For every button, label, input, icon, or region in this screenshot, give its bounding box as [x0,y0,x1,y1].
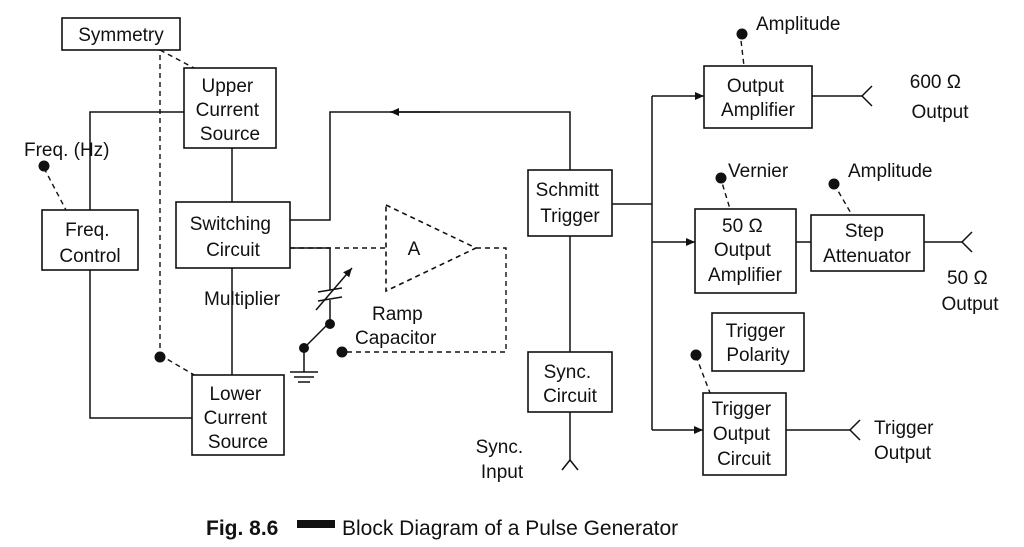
amplifier-label: A [408,239,421,260]
switching-circuit-block [175,201,291,269]
ramp-capacitor-label: Ramp Capacitor [355,304,437,349]
lower-current-source-block [191,374,285,456]
amplitude-knob-mid [828,178,840,190]
sync-circuit-label: Sync. Circuit [543,362,598,407]
control-knobs [38,28,840,363]
amplitude-top-label: Amplitude [756,14,841,35]
switching-circuit-label: Switching Circuit [190,214,277,261]
output-amplifier-block [703,65,813,129]
symmetry-label: Symmetry [78,25,164,46]
sync-circuit-block [527,351,613,413]
ramp-capacitor-knob [336,346,348,358]
schmitt-trigger-block [527,169,613,237]
freq-control-block [41,209,139,271]
schmitt-trigger-label: Schmitt Trigger [536,180,605,227]
trigger-output-circuit-block [702,392,787,476]
step-attenuator-block [810,214,925,272]
amplitude-knob-top [736,28,748,40]
symmetry-block [61,17,181,51]
upper-current-source-block [183,67,277,149]
ramp-switch-contact [325,319,335,329]
output-600-label: 600 Ω Output [910,72,969,123]
caption-fig-number: Fig. 8.6 [206,517,278,540]
amplitude-mid-label: Amplitude [848,161,933,182]
lower-current-source-label: Lower Current Source [204,384,273,453]
freq-hz-label: Freq. (Hz) [24,140,110,161]
symmetry-knob [154,351,166,363]
trigger-polarity-block [711,312,805,372]
upper-current-source-label: Upper Current Source [196,76,265,145]
step-attenuator-label: Step Attenuator [823,221,911,267]
trigger-output-circuit-label: Trigger Output Circuit [712,399,777,470]
trigger-output-label: Trigger Output [874,418,939,464]
caption-text: Block Diagram of a Pulse Generator [342,517,678,540]
caption-separator [297,520,335,528]
output-amplifier-50-block [694,208,797,294]
trigger-polarity-label: Trigger Polarity [726,321,791,366]
freq-knob [38,160,50,172]
output-amplifier-50-label: 50 Ω Output Amplifier [708,216,783,286]
vernier-knob [715,172,727,184]
output-amplifier-label: Output Amplifier [721,76,796,121]
multiplier-label: Multiplier [204,289,281,310]
vernier-label: Vernier [728,161,789,182]
figure-caption: Fig. 8.6 Block Diagram of a Pulse Genera… [206,517,678,540]
ground-switch-contact [299,343,309,353]
output-50-label: 50 Ω Output [941,268,999,315]
amplifier-triangle [385,203,478,293]
freq-control-label: Freq. Control [59,220,120,267]
trigger-polarity-knob [690,349,702,361]
dashed-control-lines [43,31,853,394]
sync-input-label: Sync. Input [476,437,529,483]
